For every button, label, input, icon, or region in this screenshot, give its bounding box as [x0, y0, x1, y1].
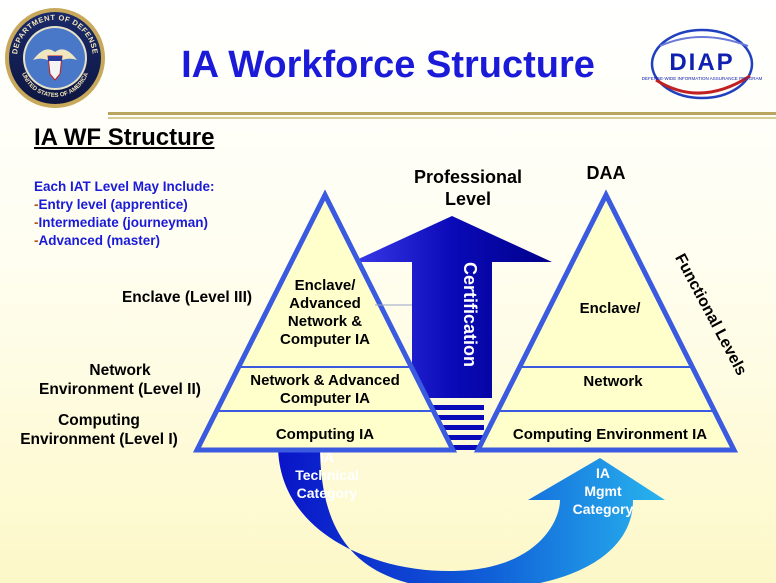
technical-pyramid	[192, 189, 458, 453]
note-item-intermediate: -Intermediate (journeyman)	[34, 215, 209, 230]
title-divider-secondary	[108, 117, 776, 119]
category-curve-arrow	[278, 445, 665, 583]
note-item-entry: -Entry level (apprentice)	[34, 197, 188, 212]
label-level-2: Network Environment (Level II)	[39, 362, 201, 398]
professional-level-label: Professional Level	[413, 167, 523, 209]
note-heading: Each IAT Level May Include:	[34, 179, 215, 194]
diap-logo: DIAP DEFENSE-WIDE INFORMATION ASSURANCE …	[642, 28, 763, 100]
management-pyramid	[473, 189, 739, 453]
section-heading: IA WF Structure	[34, 124, 215, 151]
management-category-label: IA Mgmt Category	[572, 465, 634, 517]
technical-category-label: IA Technical Category	[295, 449, 359, 501]
technical-mid-label: Network & Advanced Computer IA	[250, 372, 400, 407]
iat-levels-note: Each IAT Level May Include: -Entry level…	[34, 178, 215, 250]
certification-label: Certification	[460, 262, 480, 368]
page-title: IA Workforce Structure	[181, 44, 595, 86]
dod-seal-logo: DEPARTMENT OF DEFENSE UNITED STATES OF A…	[5, 8, 105, 108]
note-item-advanced: -Advanced (master)	[34, 233, 161, 248]
svg-text:DIAP: DIAP	[669, 49, 734, 76]
label-level-3: Enclave (Level III)	[121, 289, 253, 306]
label-level-1: Computing Environment (Level I)	[20, 412, 178, 448]
technical-top-label: Enclave/ Advanced Network & Computer IA	[280, 277, 370, 348]
title-divider	[108, 112, 776, 115]
technical-bottom-label: Computing IA	[275, 426, 375, 443]
management-bottom-label: Computing Environment IA	[512, 426, 708, 443]
daa-label: DAA	[586, 163, 626, 183]
svg-text:DEFENSE-WIDE INFORMATION ASSUR: DEFENSE-WIDE INFORMATION ASSURANCE PROGR…	[642, 76, 763, 81]
management-mid-label: Network	[583, 373, 643, 390]
management-top-label: Enclave/	[579, 300, 641, 317]
